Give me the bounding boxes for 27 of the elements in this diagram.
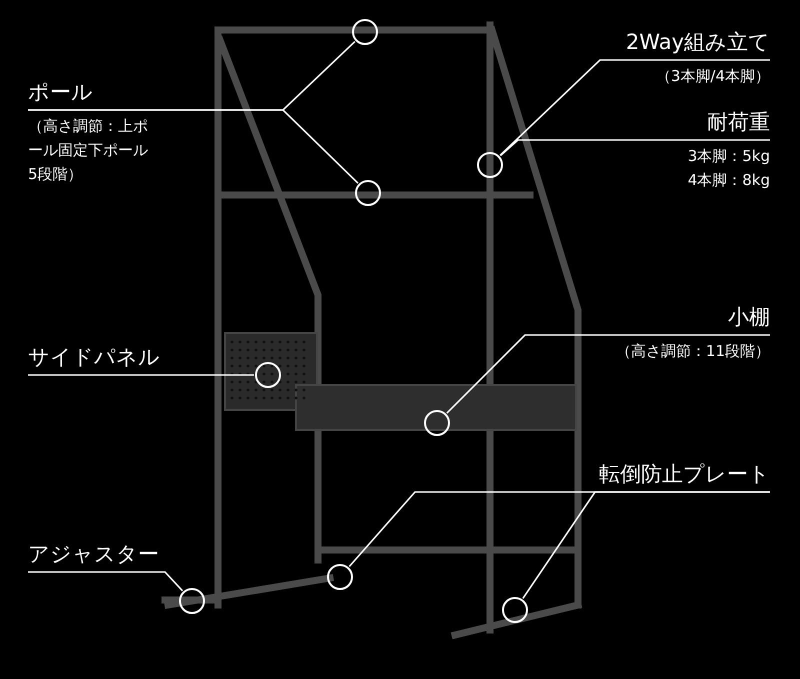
- callout-note: （高さ調節：上ポール固定下ポール5段階）: [28, 116, 149, 185]
- callout-note: （高さ調節：11段階）: [616, 341, 770, 362]
- callout-title: サイドパネル: [28, 344, 160, 371]
- callout-title: 小棚: [727, 304, 770, 331]
- leader-line: [500, 59, 770, 156]
- callout-title: ポール: [28, 79, 94, 106]
- leader-line: [500, 139, 770, 156]
- callout-title: 耐荷重: [706, 109, 770, 136]
- leader-line: [28, 571, 184, 592]
- callout-circle: [477, 152, 503, 178]
- leader-line: [28, 109, 359, 184]
- callout-circle: [255, 362, 281, 388]
- callout-circle: [327, 564, 353, 590]
- callout-title: アジャスター: [28, 541, 159, 568]
- callout-circle: [424, 410, 450, 436]
- callout-circle: [502, 597, 528, 623]
- callout-note: 3本脚：5kg: [688, 146, 770, 167]
- callout-note: （3本脚/4本脚）: [654, 66, 770, 87]
- callout-circle: [352, 19, 378, 45]
- callout-note: 4本脚：8kg: [688, 170, 770, 191]
- callout-title: 2Way組み立て: [626, 29, 770, 56]
- leader-line: [522, 491, 770, 599]
- callout-circle: [355, 180, 381, 206]
- leader-line: [446, 334, 770, 414]
- callout-circle: [179, 588, 205, 614]
- callout-title: 転倒防止プレート: [599, 461, 770, 488]
- leader-line: [28, 374, 254, 376]
